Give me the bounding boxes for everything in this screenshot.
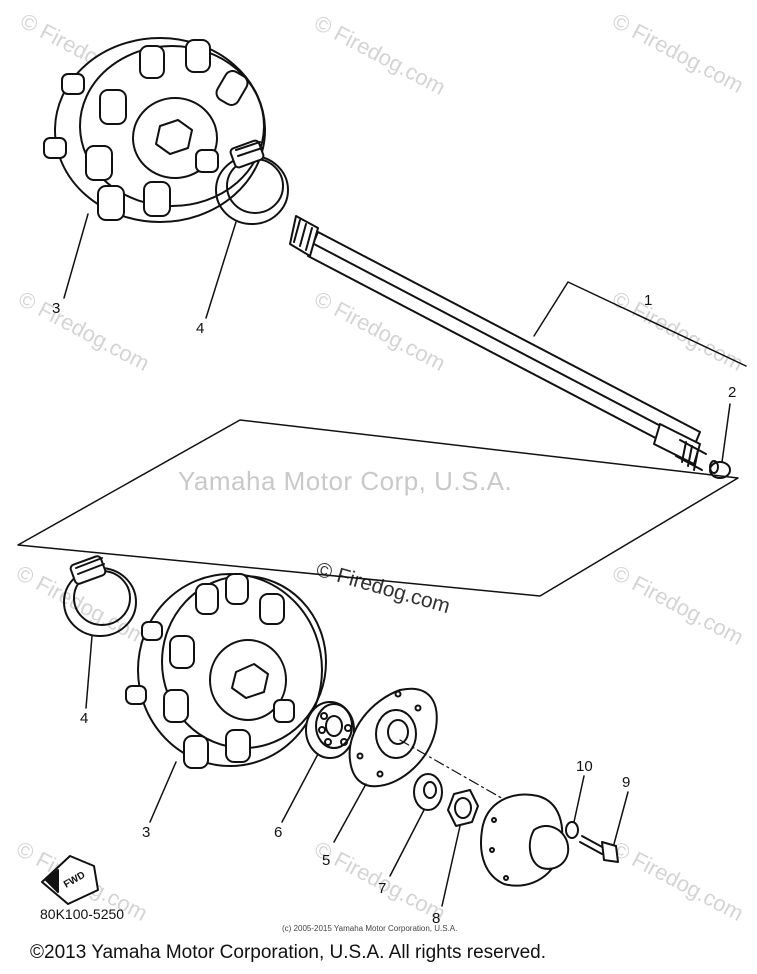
callout-7: 7 [378,880,387,897]
axle-hub [480,793,570,887]
axle-plug [709,460,731,479]
callout-3-lower: 3 [142,824,151,841]
callout-1: 1 [644,292,653,309]
bolt [579,835,619,863]
callout-3-upper: 3 [52,300,61,317]
callout-6: 6 [274,824,283,841]
diagram-code: 80K100-5250 [40,906,125,922]
footer-copyright: ©2013 Yamaha Motor Corporation, U.S.A. A… [30,942,546,963]
watermark-center: Yamaha Motor Corp, U.S.A. [178,466,513,496]
upper-sprocket [43,37,266,223]
upper-clamp [215,139,289,225]
callout-8: 8 [432,910,441,927]
callout-9: 9 [622,774,631,791]
nut [447,789,479,827]
washer [413,773,443,811]
bearing-housing [348,687,438,788]
small-copyright: (c) 2005-2015 Yamaha Motor Corporation, … [282,924,458,933]
callout-4-lower: 4 [80,710,89,727]
lock-washer [565,821,579,839]
lower-sprocket [125,573,327,769]
fwd-arrow [41,855,99,905]
drive-axle [289,215,707,471]
callout-2: 2 [728,384,737,401]
callout-5: 5 [322,852,331,869]
bearing [305,701,355,759]
callout-10: 10 [576,758,593,775]
callout-4-upper: 4 [196,320,205,337]
lower-clamp [63,555,137,637]
